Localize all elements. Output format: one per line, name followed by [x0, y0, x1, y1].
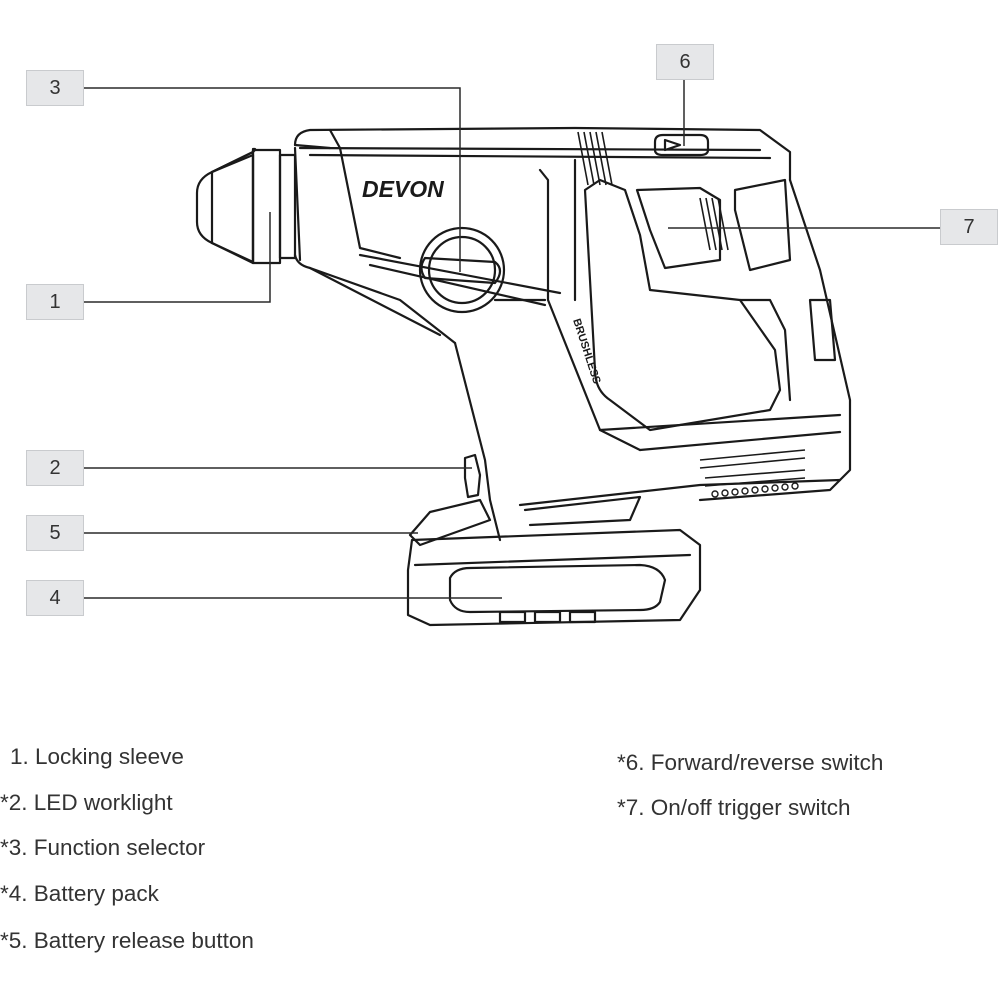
callout-2: 2	[26, 450, 84, 486]
callout-5: 5	[26, 515, 84, 551]
legend-prefix: *7.	[617, 795, 645, 820]
legend-label: Forward/reverse switch	[650, 750, 884, 775]
battery-release-button	[408, 498, 492, 547]
legend-item-6: *6. Forward/reverse switch	[617, 750, 884, 775]
bottom-vent-holes	[711, 482, 799, 498]
legend-prefix: *2.	[0, 790, 28, 815]
callout-6-number: 6	[679, 50, 691, 73]
leader-1	[84, 212, 271, 303]
legend-item-2: *2. LED worklight	[0, 790, 173, 815]
callout-1: 1	[26, 284, 84, 320]
grip-panel	[583, 178, 782, 432]
callout-4-number: 4	[49, 586, 61, 609]
legend-prefix: *5.	[0, 928, 28, 953]
grip-ribs	[577, 131, 613, 186]
legend-item-1: 1. Locking sleeve	[10, 744, 184, 769]
callout-3: 3	[26, 70, 84, 106]
legend-label: LED worklight	[33, 790, 173, 815]
battery-pack	[406, 528, 702, 627]
drill-illustration: DEVON BRUSHLESS	[84, 80, 940, 627]
legend-label: Battery release button	[33, 928, 254, 953]
legend-prefix: *4.	[0, 881, 28, 906]
legend-label: On/off trigger switch	[650, 795, 851, 820]
legend-label: Function selector	[33, 835, 206, 860]
locking-sleeve	[251, 148, 282, 265]
legend-item-5: *5. Battery release button	[0, 928, 254, 953]
callout-2-number: 2	[49, 456, 61, 479]
handle-front	[453, 341, 502, 542]
function-selector-dial	[418, 226, 506, 314]
leader-3	[84, 87, 461, 272]
callout-7: 7	[940, 209, 998, 245]
legend-item-4: *4. Battery pack	[0, 881, 159, 906]
callout-1-number: 1	[49, 290, 61, 313]
forward-reverse-switch	[653, 133, 710, 157]
legend-prefix: 1.	[10, 744, 29, 769]
callout-4: 4	[26, 580, 84, 616]
led-worklight	[463, 453, 482, 499]
legend-prefix: *6.	[617, 750, 645, 775]
callout-7-number: 7	[963, 215, 975, 238]
callout-6: 6	[656, 44, 714, 80]
chuck-nose	[195, 150, 255, 265]
brushless-label: BRUSHLESS	[570, 317, 602, 385]
legend-item-7: *7. On/off trigger switch	[617, 795, 851, 820]
brand-logo: DEVON	[362, 176, 444, 202]
callout-3-number: 3	[49, 76, 61, 99]
legend-prefix: *3.	[0, 835, 28, 860]
callout-5-number: 5	[49, 521, 61, 544]
legend-label: Battery pack	[33, 881, 159, 906]
legend-item-3: *3. Function selector	[0, 835, 206, 860]
leader-lines	[84, 80, 940, 599]
legend-label: Locking sleeve	[35, 744, 184, 769]
main-housing	[293, 126, 792, 182]
vent-slots	[699, 197, 806, 487]
